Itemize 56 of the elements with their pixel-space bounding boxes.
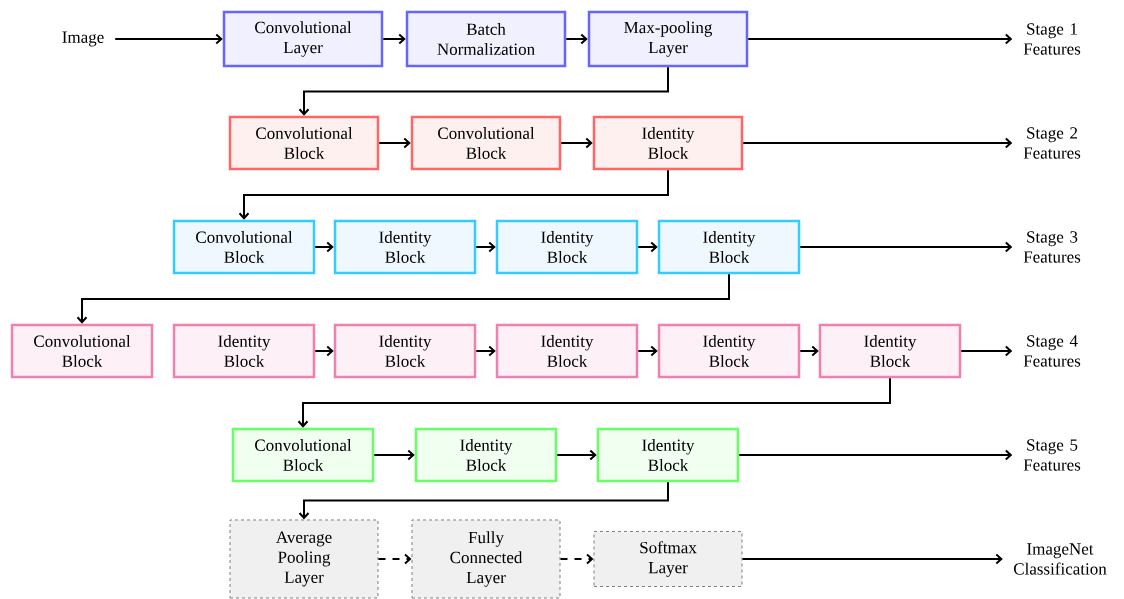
text-label: Image [62,31,104,47]
layer-box: Fully Connected Layer [411,519,561,599]
layer-box: Identity Block [596,427,740,483]
layer-box: Convolutional Block [10,323,154,379]
arrow [799,241,1013,253]
arrow [314,241,334,253]
arrow [556,449,597,461]
arrow [298,66,669,116]
arrow [560,137,593,149]
arrow [76,273,730,324]
layer-box: Average Pooling Layer [229,519,379,599]
layer-box: Identity Block [818,323,962,379]
text-label: Stage 3 Features [1023,231,1081,263]
arrow [114,33,223,45]
layer-box: Convolutional Block [172,219,316,275]
arrow [741,553,1003,565]
layer-box: Identity Block [657,323,801,379]
text-label: Stage 5 Features [1023,439,1081,471]
arrow [314,345,334,357]
arrow [637,241,658,253]
arrow [799,345,819,357]
arrow [297,377,891,428]
arrow [382,33,406,45]
arrow [377,553,412,565]
layer-box: Identity Block [333,219,477,275]
layer-box: Identity Block [592,115,744,171]
text-label: Stage 1 Features [1023,23,1081,55]
layer-box: Identity Block [495,219,639,275]
arrow [475,241,496,253]
layer-box: Identity Block [333,323,477,379]
arrow [298,481,669,520]
arrow [565,33,588,45]
layer-box: Identity Block [657,219,801,275]
text-label: ImageNet Classification [1013,543,1107,575]
layer-box: Convolutional Layer [222,10,384,68]
arrow [637,345,658,357]
arrow [559,553,594,565]
layer-box: Max-pooling Layer [587,10,749,68]
arrow [960,345,1013,357]
layer-box: Softmax Layer [593,531,743,587]
arrow [475,345,496,357]
layer-box: Batch Normalization [405,10,567,68]
arrow [742,137,1013,149]
arrow [378,137,411,149]
text-label: Stage 2 Features [1023,127,1081,159]
layer-box: Identity Block [495,323,639,379]
layer-box: Convolutional Block [410,115,562,171]
arrow [747,33,1013,45]
layer-box: Identity Block [414,427,558,483]
layer-box: Identity Block [172,323,316,379]
layer-box: Convolutional Block [228,115,380,171]
layer-box: Convolutional Block [231,427,375,483]
arrow [738,449,1013,461]
arrow [238,169,669,220]
arrow [373,449,415,461]
text-label: Stage 4 Features [1023,335,1081,367]
